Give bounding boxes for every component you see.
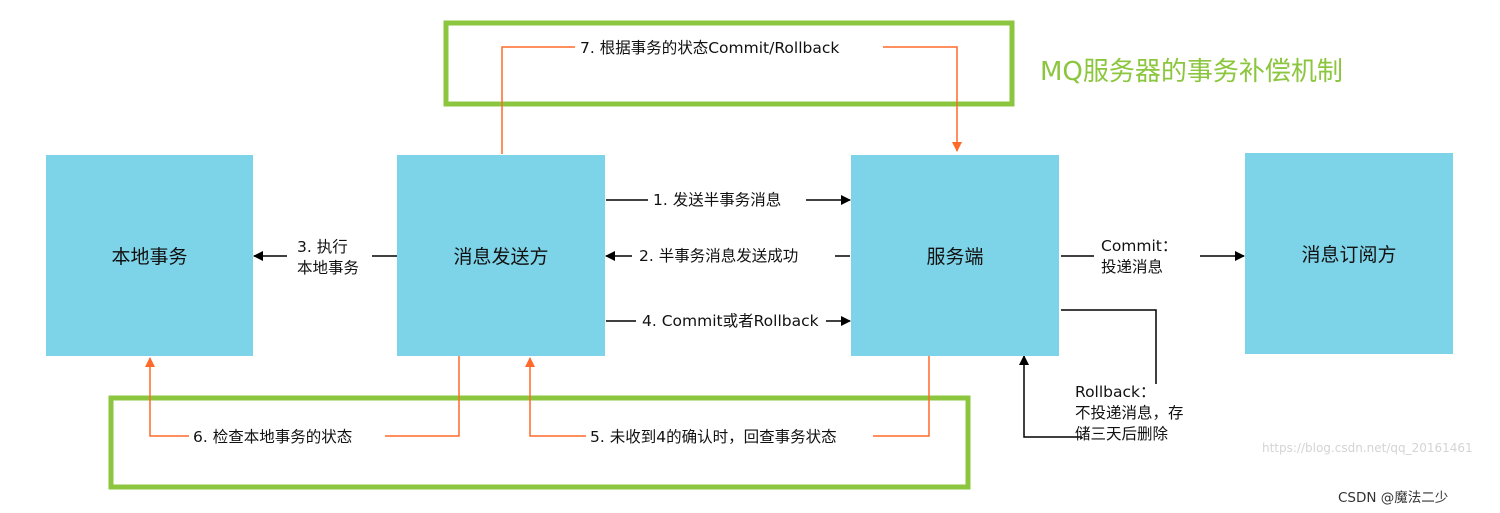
step4-label: 4. Commit或者Rollback	[642, 312, 819, 330]
rollback-connector	[1024, 309, 1157, 438]
local-transaction-box: 本地事务	[46, 155, 253, 356]
rollback-label-line3: 储三天后删除	[1075, 425, 1169, 443]
commit-label-line1: Commit：	[1101, 237, 1178, 255]
step1-label: 1. 发送半事务消息	[653, 191, 782, 209]
commit-label-line2: 投递消息	[1101, 258, 1164, 276]
server-box: 服务端	[851, 155, 1059, 356]
step3-label-line2: 本地事务	[297, 259, 360, 277]
message-sender-box: 消息发送方	[397, 155, 605, 356]
highlight-frame-top	[443, 20, 1015, 107]
author-credit: CSDN @魔法二少	[1338, 490, 1449, 506]
step5-connector	[530, 356, 930, 437]
message-subscriber-box: 消息订阅方	[1245, 153, 1453, 354]
step6-label: 6. 检查本地事务的状态	[193, 428, 353, 446]
highlight-frame-bottom	[108, 395, 971, 490]
diagram-title: MQ服务器的事务补偿机制	[1040, 57, 1343, 87]
step5-label: 5. 未收到4的确认时，回查事务状态	[590, 428, 837, 446]
step6-connector	[150, 356, 460, 437]
step2-label: 2. 半事务消息发送成功	[639, 247, 799, 265]
step7-connector	[501, 46, 957, 154]
step7-label: 7. 根据事务的状态Commit/Rollback	[580, 39, 840, 57]
rollback-label-line1: Rollback：	[1075, 383, 1156, 401]
step3-label-line1: 3. 执行	[297, 238, 348, 256]
rollback-label-line2: 不投递消息，存	[1075, 404, 1184, 422]
source-watermark: https://blog.csdn.net/qq_20161461	[1262, 441, 1473, 455]
